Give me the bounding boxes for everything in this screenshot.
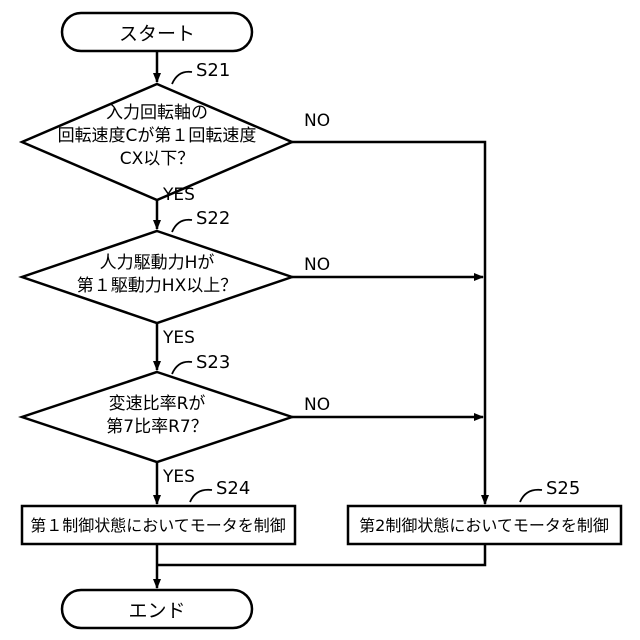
no-label-s21: NO [304, 111, 330, 131]
step-label-s23: S23 [196, 352, 230, 373]
step-label-s21: S21 [196, 60, 230, 81]
no-label-s22: NO [304, 255, 330, 275]
start-label: スタート [119, 23, 195, 45]
decision-s22-line1: 人力駆動力Hが [100, 253, 215, 273]
end-terminal: エンド [62, 590, 252, 628]
no-label-s23: NO [304, 395, 330, 415]
arrow-s25-to-end [157, 544, 485, 565]
step-leader-s21 [172, 72, 192, 84]
decision-s22-line2: 第１駆動力HX以上？ [77, 276, 237, 296]
arrow-s21-no [292, 142, 485, 504]
step-leader-s23 [172, 362, 192, 374]
step-leader-s22 [172, 220, 192, 232]
yes-label-s22: YES [162, 328, 195, 348]
step-label-s25: S25 [546, 478, 580, 499]
decision-s21-line1: 入力回転軸の [106, 103, 208, 123]
end-label: エンド [128, 600, 185, 622]
process-s24-label: 第１制御状態においてモータを制御 [30, 516, 286, 535]
yes-label-s21: YES [162, 185, 195, 205]
step-label-s24: S24 [216, 478, 250, 499]
decision-s21-line3: CX以下？ [120, 149, 195, 169]
process-s25-label: 第2制御状態においてモータを制御 [359, 516, 609, 535]
step-label-s22: S22 [196, 208, 230, 229]
decision-s23-line1: 変速比率Rが [109, 394, 206, 414]
decision-s21-line2: 回転速度Cが第１回転速度 [58, 126, 257, 146]
step-leader-s25 [520, 490, 542, 502]
step-leader-s24 [190, 490, 212, 502]
start-terminal: スタート [62, 13, 252, 51]
yes-label-s23: YES [162, 467, 195, 487]
decision-s23-line2: 第7比率R7？ [106, 417, 207, 437]
process-s24: S24 第１制御状態においてモータを制御 [22, 478, 295, 544]
